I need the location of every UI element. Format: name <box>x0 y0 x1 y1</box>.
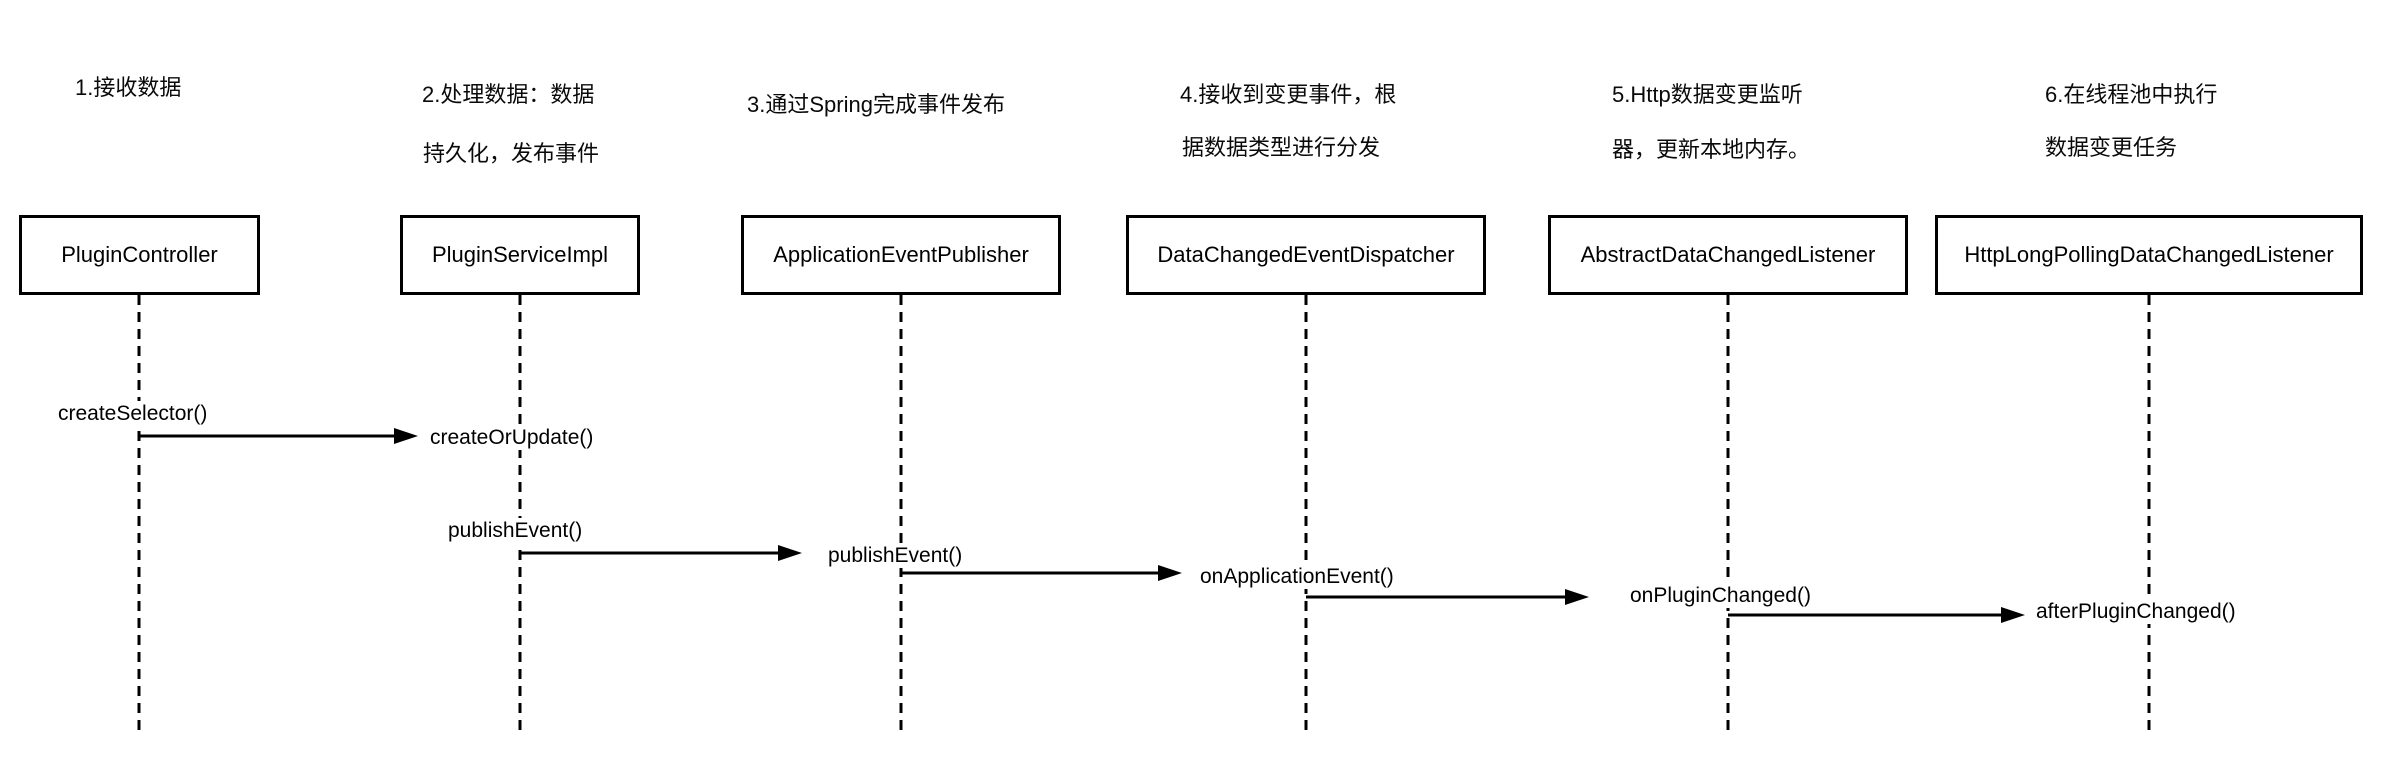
participant-plugin-controller: PluginController <box>19 215 260 295</box>
message-arrows-group <box>139 428 2025 623</box>
participant-abstract-data-changed-listener: AbstractDataChangedListener <box>1548 215 1908 295</box>
note-4-line-1: 4.接收到变更事件，根 <box>1180 82 1397 107</box>
participant-label: HttpLongPollingDataChangedListener <box>1964 242 2334 267</box>
note-2-line-1: 2.处理数据：数据 <box>422 82 595 107</box>
participant-label: ApplicationEventPublisher <box>773 242 1029 267</box>
note-5-line-2: 器，更新本地内存。 <box>1612 137 1811 162</box>
arrow-publish-event-1 <box>520 545 802 561</box>
message-label-on-application-event: onApplicationEvent() <box>1197 564 1397 589</box>
message-label-publish-event-source: publishEvent() <box>445 518 586 543</box>
note-5-line-1: 5.Http数据变更监听 <box>1612 82 1803 107</box>
note-3-line-1: 3.通过Spring完成事件发布 <box>747 92 1005 117</box>
note-4-line-2: 据数据类型进行分发 <box>1182 135 1381 160</box>
participant-application-event-publisher: ApplicationEventPublisher <box>741 215 1061 295</box>
note-2-line-2: 持久化，发布事件 <box>423 141 600 166</box>
participant-label: PluginController <box>61 242 218 267</box>
note-1-line-1: 1.接收数据 <box>75 75 182 100</box>
message-label-on-plugin-changed: onPluginChanged() <box>1627 583 1814 608</box>
note-6-line-1: 6.在线程池中执行 <box>2045 82 2218 107</box>
participant-plugin-service-impl: PluginServiceImpl <box>400 215 640 295</box>
participant-label: PluginServiceImpl <box>431 242 609 267</box>
message-label-publish-event-target: publishEvent() <box>825 543 966 568</box>
message-label-after-plugin-changed: afterPluginChanged() <box>2033 599 2239 624</box>
message-label-create-or-update: createOrUpdate() <box>427 425 597 450</box>
lifelines-group <box>137 295 2151 730</box>
participant-http-long-polling-listener: HttpLongPollingDataChangedListener <box>1935 215 2363 295</box>
arrow-on-plugin-changed <box>1728 607 2025 623</box>
arrow-create-selector <box>139 428 418 444</box>
participant-label: DataChangedEventDispatcher <box>1157 242 1455 267</box>
arrow-on-application-event <box>1306 589 1589 605</box>
arrow-publish-event-2 <box>901 565 1182 581</box>
note-6-line-2: 数据变更任务 <box>2045 135 2178 160</box>
message-label-create-selector: createSelector() <box>55 401 211 426</box>
participant-label: AbstractDataChangedListener <box>1580 242 1876 267</box>
participant-data-changed-event-dispatcher: DataChangedEventDispatcher <box>1126 215 1486 295</box>
